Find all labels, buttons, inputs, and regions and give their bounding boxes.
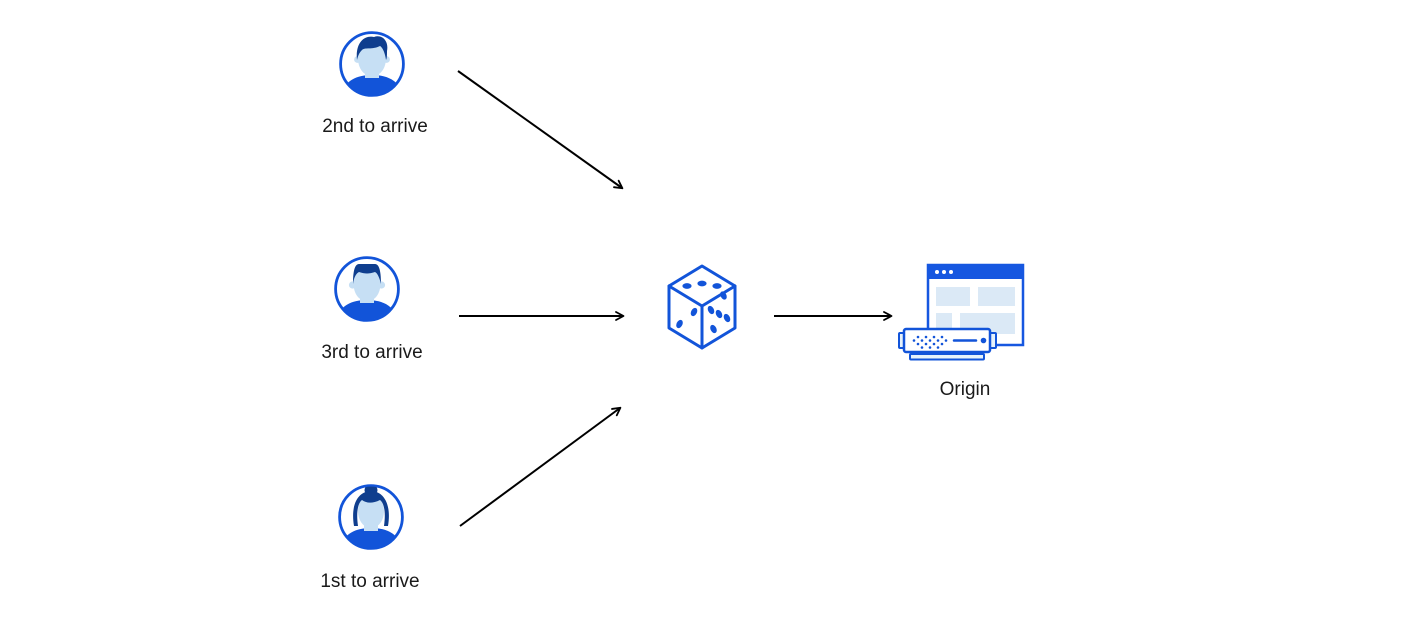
arrow-client-top-to-dice <box>457 70 624 190</box>
client-label: 2nd to arrive <box>322 116 428 137</box>
arrow-client-bottom-to-dice <box>459 406 622 527</box>
client-node-middle <box>332 254 402 329</box>
dice-icon <box>667 264 737 350</box>
person-avatar-icon <box>338 484 404 550</box>
person-avatar-icon <box>339 31 405 97</box>
client-node-bottom <box>336 482 406 557</box>
person-avatar-icon <box>334 256 400 322</box>
origin-node <box>896 258 1028 369</box>
client-label: 1st to arrive <box>320 571 420 592</box>
randomizer-node <box>666 263 738 358</box>
client-label: 3rd to arrive <box>321 342 423 363</box>
origin-server-icon <box>898 263 1025 361</box>
client-node-top <box>337 29 407 104</box>
server-icon <box>898 327 997 361</box>
origin-label: Origin <box>939 379 991 400</box>
